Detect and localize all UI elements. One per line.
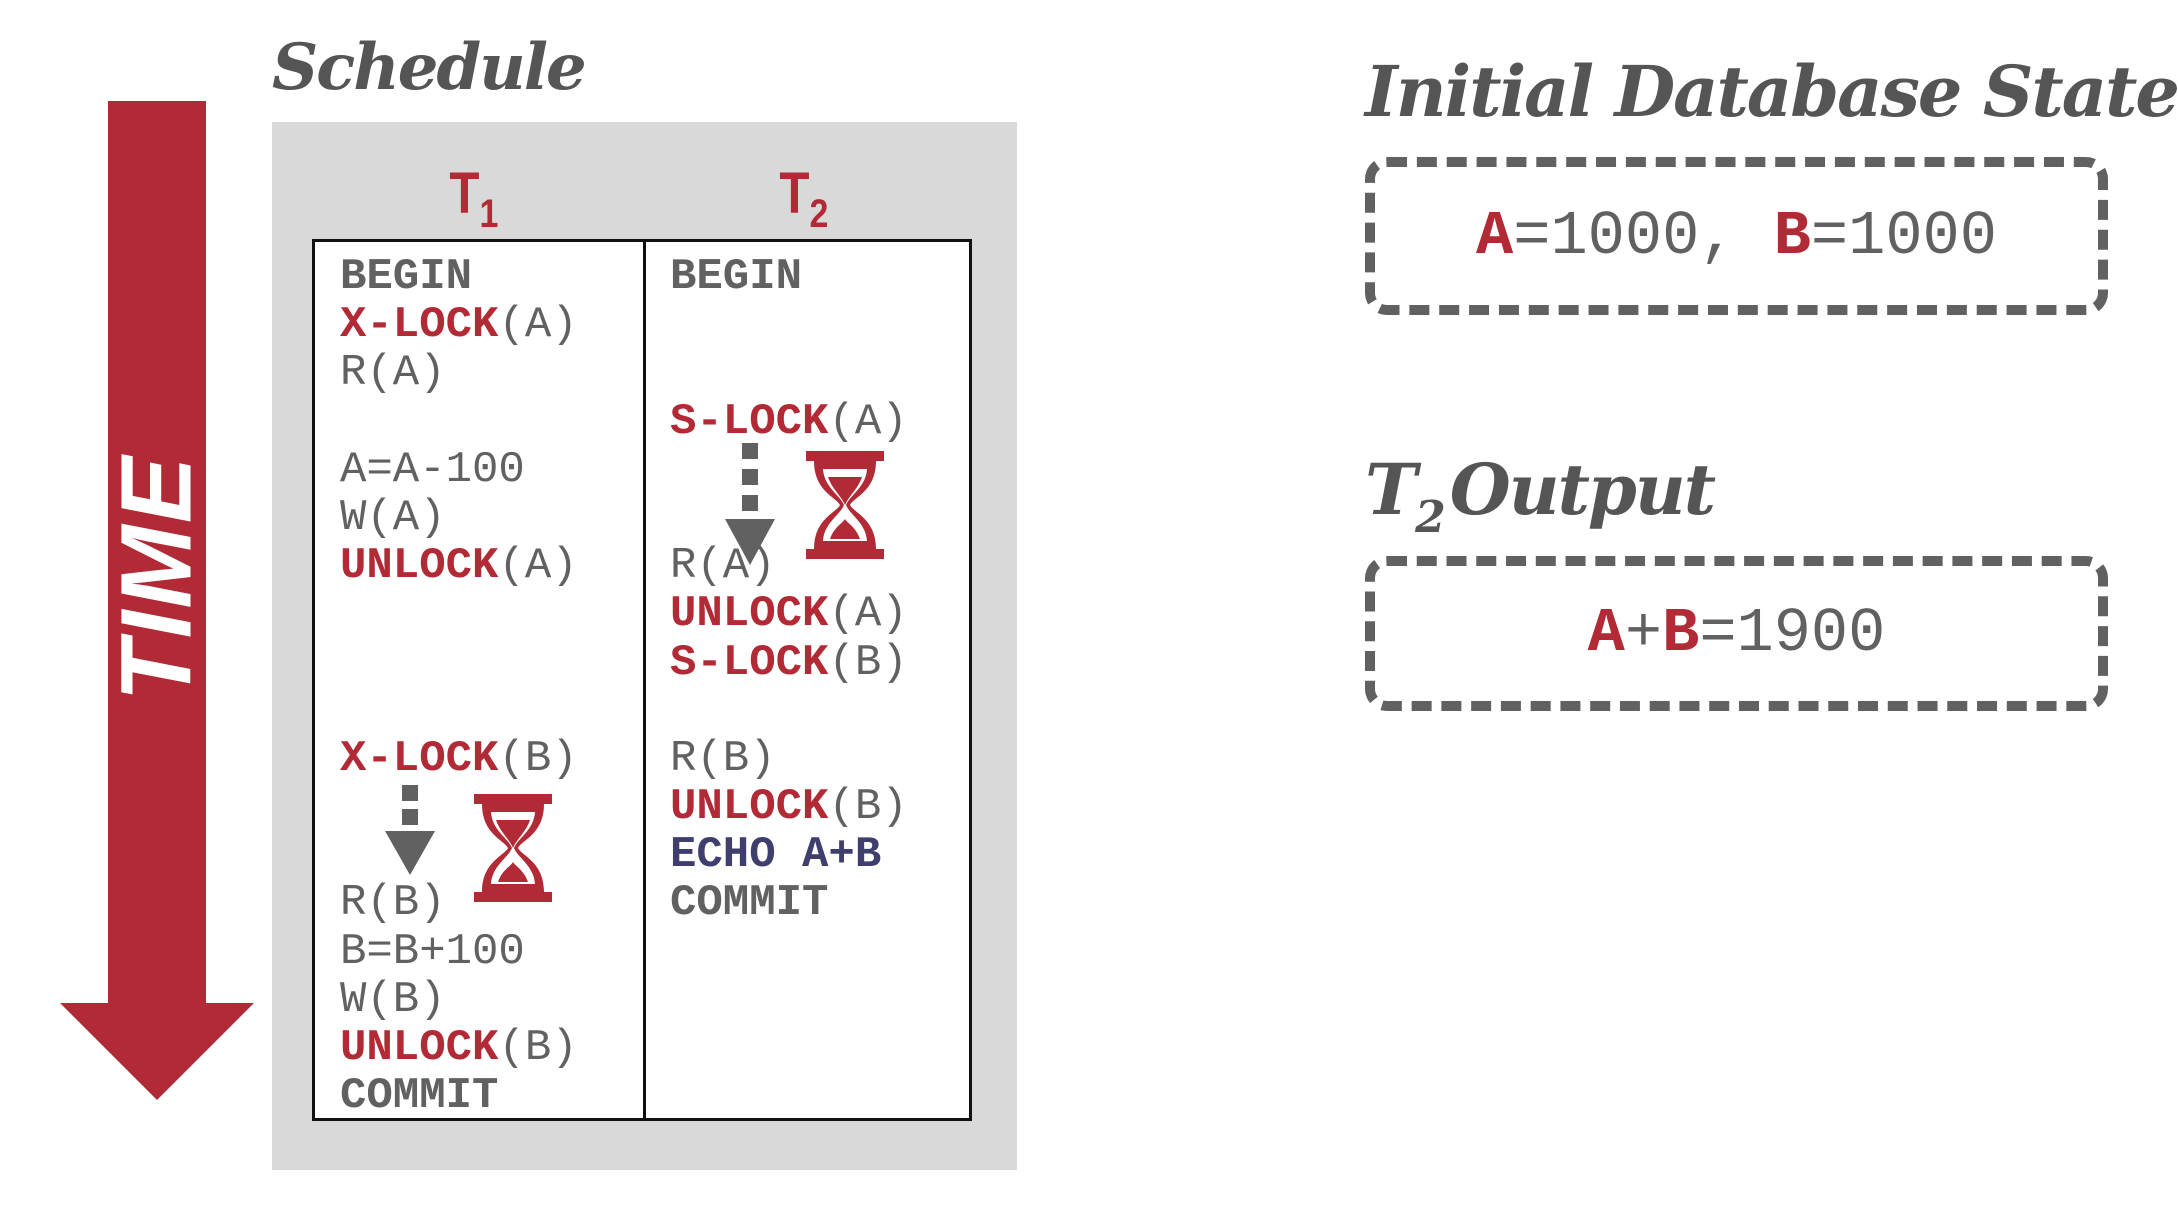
output-title-t: T (1365, 448, 1417, 531)
plus-sign: + (1624, 598, 1663, 669)
schedule-operation: R(B) (670, 735, 908, 783)
operation-text: (A) (828, 589, 908, 640)
initial-state-box: A=1000, B=1000 (1365, 157, 2108, 315)
operation-text: R(A) (340, 348, 446, 399)
schedule-operation: COMMIT (670, 879, 908, 927)
lock-keyword: S-LOCK (670, 637, 829, 688)
operation-text: ECHO A+B (670, 830, 882, 881)
dashed-down-arrow-icon (385, 785, 435, 875)
schedule-operation: X-LOCK(B) (340, 735, 578, 783)
t1-label: T (449, 161, 480, 226)
operation-text: R(B) (340, 878, 446, 929)
schedule-operation: COMMIT (340, 1072, 578, 1120)
operation-text: (A) (498, 541, 578, 592)
t1-header: T1 (449, 160, 498, 237)
var-a: A (1476, 200, 1514, 272)
output-title-subscript: 2 (1415, 492, 1446, 543)
operation-text: (B) (828, 782, 908, 833)
schedule-operation: BEGIN (670, 253, 908, 301)
schedule-operation: BEGIN (340, 253, 578, 301)
t1-subscript: 1 (479, 192, 499, 236)
operation-text: W(A) (340, 492, 446, 543)
operation-text: (B) (828, 637, 908, 688)
operation-text: (B) (498, 1023, 578, 1073)
hourglass-icon (474, 794, 552, 902)
operation-text: BEGIN (670, 252, 803, 302)
schedule-blank-row (340, 687, 578, 735)
lock-keyword: UNLOCK (670, 589, 829, 640)
t2-label: T (779, 161, 810, 226)
operation-text: A=A-100 (340, 444, 525, 495)
schedule-operation: S-LOCK(B) (670, 637, 908, 688)
schedule-operation: UNLOCK(A) (340, 542, 578, 590)
schedule-blank-row (340, 398, 578, 446)
schedule-operation: W(B) (340, 976, 578, 1024)
schedule-operation: S-LOCK(A) (670, 396, 908, 447)
lock-keyword: UNLOCK (340, 541, 499, 592)
schedule-blank-row (670, 349, 908, 397)
output-result: =1900 (1699, 598, 1886, 669)
t2-subscript: 2 (809, 192, 829, 236)
var-b: B (1662, 598, 1700, 669)
hourglass-icon (806, 451, 884, 559)
operation-text: (B) (498, 733, 578, 784)
schedule-title: Schedule (272, 30, 587, 105)
initial-state-title: Initial Database State (1365, 50, 2178, 133)
lock-keyword: UNLOCK (340, 1023, 499, 1073)
schedule-blank-row (340, 639, 578, 687)
schedule-operation: UNLOCK(B) (670, 783, 908, 831)
b-value: =1000 (1810, 200, 1997, 272)
schedule-blank-row (670, 301, 908, 349)
schedule-operation: UNLOCK(A) (670, 590, 908, 638)
operation-text: (A) (498, 300, 578, 351)
operation-text: BEGIN (340, 252, 473, 302)
a-value: =1000, (1513, 200, 1774, 272)
column-divider (643, 242, 646, 1118)
var-b: B (1773, 200, 1811, 272)
output-title-text: Output (1449, 448, 1716, 531)
schedule-operation: B=B+100 (340, 928, 578, 976)
dashed-down-arrow-icon (725, 443, 775, 565)
schedule-blank-row (670, 687, 908, 735)
lock-keyword: S-LOCK (670, 396, 829, 447)
operation-text: COMMIT (670, 878, 829, 929)
time-arrow-head (60, 1003, 254, 1100)
schedule-operation: A=A-100 (340, 446, 578, 494)
time-arrow-shaft (108, 101, 206, 1006)
lock-keyword: X-LOCK (340, 733, 499, 784)
lock-keyword: UNLOCK (670, 782, 829, 833)
operation-text: R(B) (670, 733, 776, 784)
schedule-operation: W(A) (340, 494, 578, 542)
operation-text: W(B) (340, 974, 446, 1025)
time-label: TIME (100, 454, 213, 702)
schedule-operation: ECHO A+B (670, 831, 908, 879)
schedule-operation: UNLOCK(B) (340, 1024, 578, 1072)
output-title: T2Output (1365, 448, 1716, 543)
operation-text: (A) (828, 396, 908, 447)
output-box: A+B=1900 (1365, 556, 2108, 711)
t2-header: T2 (779, 160, 828, 237)
var-a: A (1587, 598, 1625, 669)
schedule-operation: R(B) (340, 879, 578, 927)
operation-text: COMMIT (340, 1071, 499, 1122)
schedule-operation: X-LOCK(A) (340, 301, 578, 349)
lock-keyword: X-LOCK (340, 300, 499, 351)
schedule-operation: R(A) (340, 349, 578, 397)
operation-text: B=B+100 (340, 926, 525, 977)
schedule-blank-row (340, 590, 578, 638)
